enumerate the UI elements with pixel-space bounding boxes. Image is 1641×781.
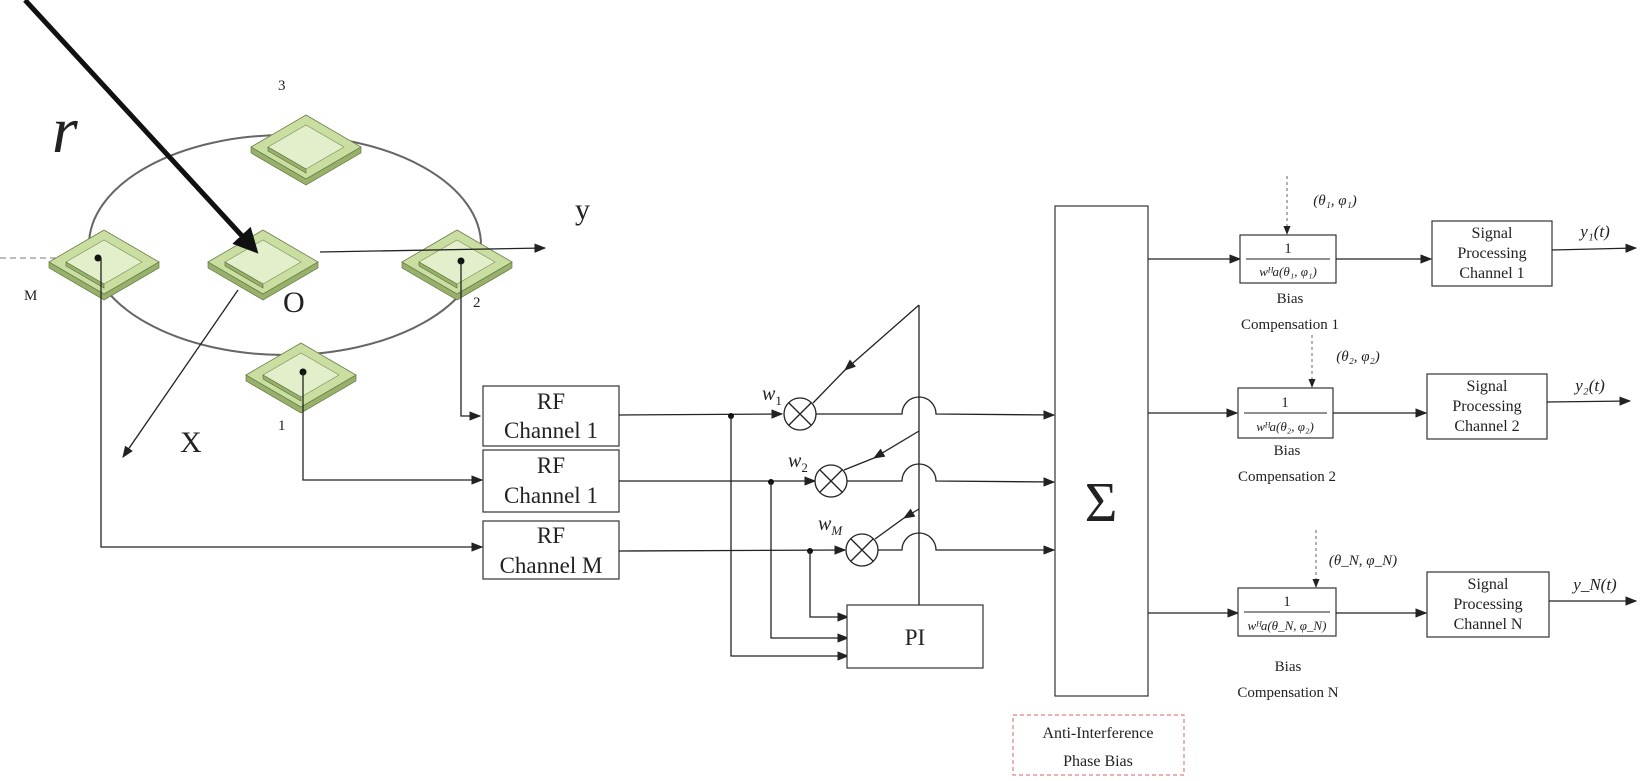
weight-label-1: w1 [762, 383, 782, 408]
output-label-n: y_N(t) [1571, 575, 1617, 594]
svg-text:(θ₂, φ₂): (θ₂, φ₂) [1336, 349, 1380, 365]
x-axis-label: X [180, 426, 202, 459]
svg-text:Channel N: Channel N [1454, 616, 1523, 633]
weight-label-2: w2 [788, 450, 808, 475]
y-axis-label: y [575, 193, 590, 226]
svg-text:(θ₁, φ₁): (θ₁, φ₁) [1313, 193, 1357, 209]
origin-label: O [283, 286, 305, 319]
rf-channel-2: RF Channel 1 [482, 449, 620, 513]
patch-element-m [48, 229, 160, 301]
svg-text:(θ_N, φ_N): (θ_N, φ_N) [1329, 553, 1397, 569]
svg-text:Phase Bias: Phase Bias [1063, 753, 1133, 770]
svg-text:wᴴa(θ₂, φ₂): wᴴa(θ₂, φ₂) [1256, 419, 1314, 434]
svg-text:RF: RF [537, 389, 565, 414]
svg-text:Bias: Bias [1275, 659, 1302, 675]
svg-text:Signal: Signal [1467, 378, 1508, 395]
signal-processing-n: Signal Processing Channel N [1426, 571, 1550, 638]
incident-signal-arrow [23, 0, 259, 254]
element-label-m: M [24, 288, 37, 304]
pi-controller: PI [846, 604, 984, 669]
weighting-network: PI w1 w2 wM [618, 304, 1056, 669]
signal-processing-1: Signal Processing Channel 1 [1431, 220, 1553, 287]
output-label-2: y₂(t) [1573, 376, 1605, 395]
svg-text:RF: RF [537, 523, 565, 548]
y-axis [319, 243, 547, 253]
patch-element-3 [250, 114, 362, 186]
rf-channel-1: RF Channel 1 [482, 385, 620, 447]
svg-text:Signal: Signal [1468, 576, 1509, 593]
svg-text:1: 1 [1281, 395, 1289, 411]
svg-text:PI: PI [905, 625, 925, 650]
bias-compensation-2: (θ₂, φ₂) 1 wᴴa(θ₂, φ₂) Bias Compensation… [1237, 335, 1380, 485]
incident-label: r [52, 94, 78, 167]
multiplier-1 [783, 369, 846, 431]
svg-text:Bias: Bias [1274, 443, 1301, 459]
signal-processing-2: Signal Processing Channel 2 [1426, 373, 1548, 440]
antenna-array: r O y X 3 M 2 1 [0, 0, 590, 459]
svg-text:Anti-Interference: Anti-Interference [1042, 725, 1153, 742]
svg-text:Channel M: Channel M [500, 553, 603, 578]
element-label-2: 2 [473, 295, 481, 311]
element-label-1: 1 [278, 418, 286, 434]
svg-text:Channel 2: Channel 2 [1454, 418, 1519, 435]
x-axis [122, 289, 239, 458]
svg-text:Bias: Bias [1277, 291, 1304, 307]
summation-block: Σ [1054, 205, 1149, 697]
svg-text:wᴴa(θ_N, φ_N): wᴴa(θ_N, φ_N) [1248, 618, 1327, 633]
svg-text:RF: RF [537, 453, 565, 478]
svg-text:Processing: Processing [1453, 596, 1522, 613]
svg-text:1: 1 [1283, 594, 1291, 610]
output-label-1: y₁(t) [1578, 222, 1610, 241]
element-label-3: 3 [278, 78, 286, 94]
patch-element-2 [401, 229, 513, 301]
feed-lines [100, 258, 484, 552]
weight-label-m: wM [818, 513, 843, 538]
multiplier-m [845, 517, 905, 567]
anti-interference-label: Anti-Interference Phase Bias [1012, 714, 1185, 776]
svg-text:Channel 1: Channel 1 [504, 483, 598, 508]
bias-compensation-n: (θ_N, φ_N) 1 wᴴa(θ_N, φ_N) Bias Compensa… [1237, 530, 1397, 701]
svg-text:Compensation 2: Compensation 2 [1238, 469, 1336, 485]
svg-text:Channel 1: Channel 1 [1459, 265, 1524, 282]
svg-text:Processing: Processing [1457, 245, 1526, 262]
rf-channel-m: RF Channel M [482, 520, 620, 580]
svg-text:wᴴa(θ₁, φ₁): wᴴa(θ₁, φ₁) [1259, 264, 1317, 279]
svg-text:Compensation 1: Compensation 1 [1241, 317, 1339, 333]
svg-text:Channel 1: Channel 1 [504, 418, 598, 443]
svg-text:Σ: Σ [1085, 472, 1118, 534]
bias-compensation-1: (θ₁, φ₁) 1 wᴴa(θ₁, φ₁) Bias Compensation… [1239, 176, 1357, 333]
svg-text:Compensation N: Compensation N [1237, 685, 1338, 701]
svg-text:1: 1 [1284, 241, 1292, 257]
svg-text:Signal: Signal [1472, 225, 1513, 242]
multiplier-2 [814, 457, 875, 498]
svg-text:Processing: Processing [1452, 398, 1521, 415]
